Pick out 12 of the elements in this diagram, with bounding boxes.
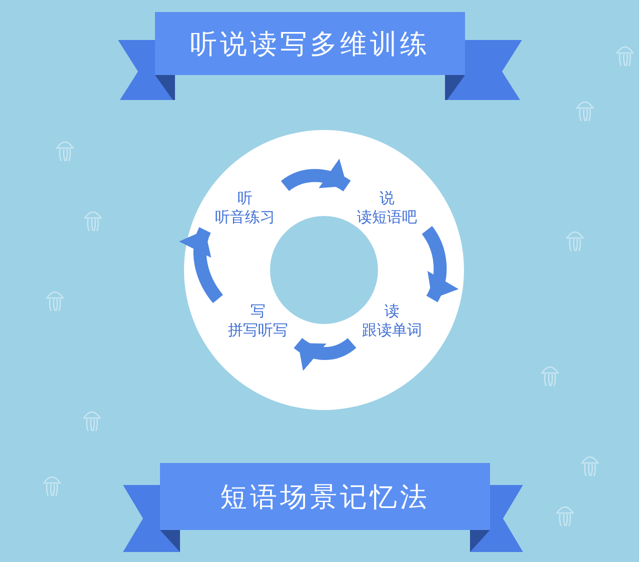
arrow bbox=[180, 227, 224, 303]
stage-heading: 说 bbox=[380, 189, 394, 208]
banner-title: 短语场景记忆法 bbox=[220, 480, 430, 514]
stage-label: 跟读单词 bbox=[362, 321, 422, 340]
stage-heading: 写 bbox=[250, 302, 266, 321]
stage-label: 读短语吧 bbox=[357, 208, 417, 227]
arrow bbox=[422, 226, 458, 302]
stage-label: 听音练习 bbox=[215, 208, 275, 227]
stage-heading: 听 bbox=[238, 189, 252, 208]
stage-heading: 读 bbox=[384, 302, 400, 321]
stage-label: 拼写听写 bbox=[228, 321, 288, 340]
banner-title: 听说读写多维训练 bbox=[190, 28, 430, 62]
